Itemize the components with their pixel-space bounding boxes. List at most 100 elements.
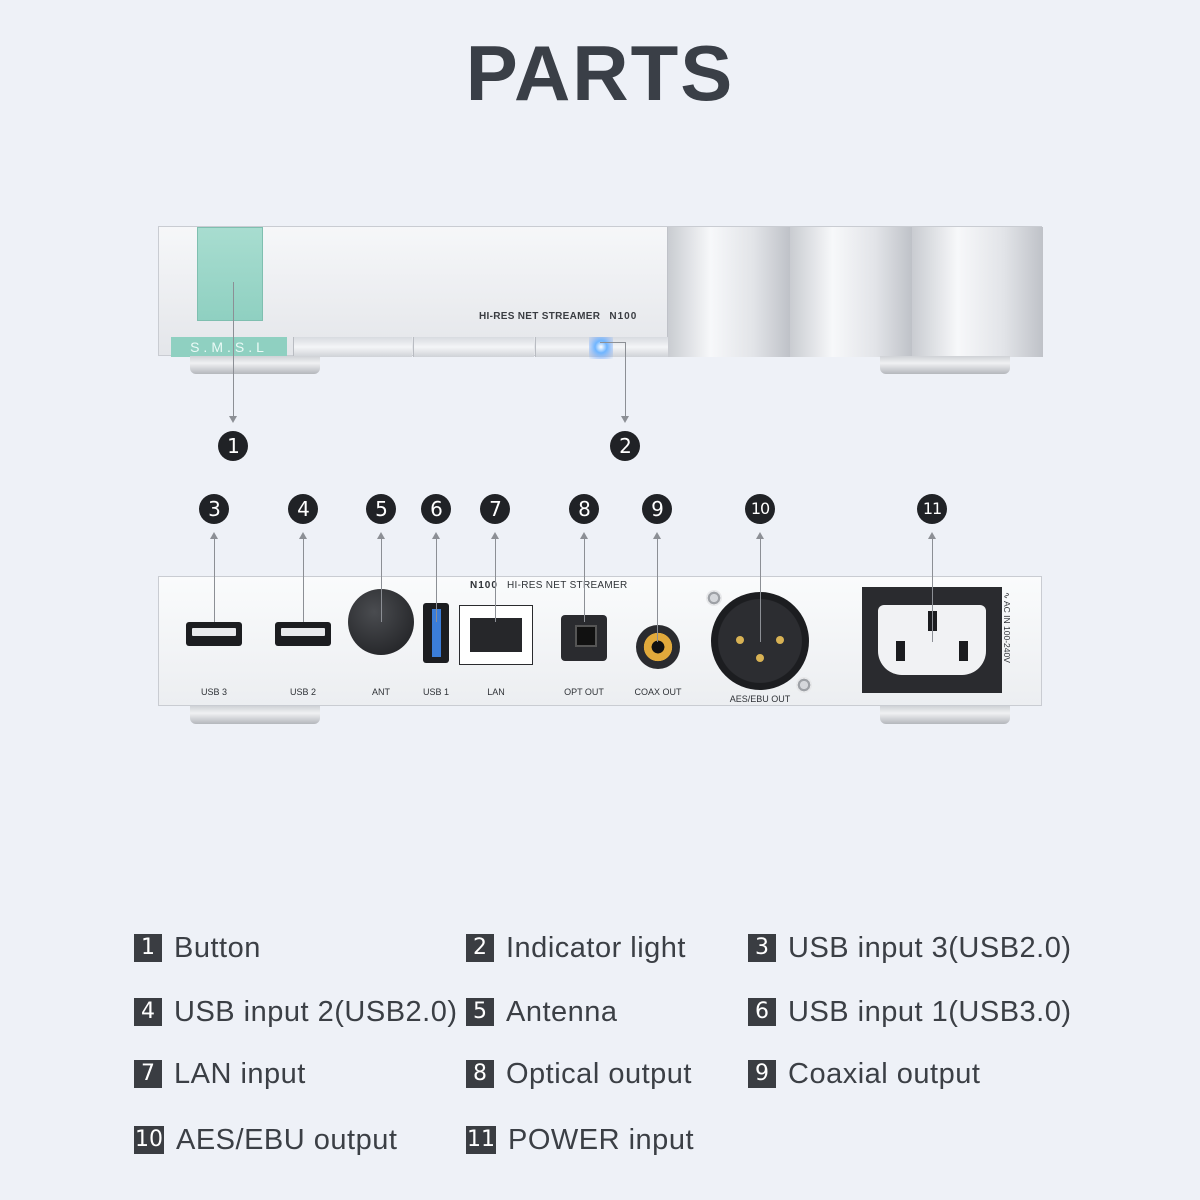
legend-number: 8 (466, 1060, 494, 1088)
legend-text: LAN input (174, 1057, 306, 1090)
usb-port-2[interactable] (275, 622, 331, 646)
callout-3: 3 (199, 494, 229, 524)
power-slot (959, 641, 968, 661)
arrow-head (491, 532, 499, 539)
arrow-head (653, 532, 661, 539)
arrow-head (432, 532, 440, 539)
arrow-head (756, 532, 764, 539)
legend-item: 6 USB input 1(USB3.0) (748, 994, 1072, 1030)
usb-port-3[interactable] (186, 622, 242, 646)
arrow-head (299, 532, 307, 539)
callout-10: 10 (745, 494, 775, 524)
xlr-pin (776, 636, 784, 644)
usb1-label: USB 1 (422, 687, 449, 697)
legend-text: Coaxial output (788, 1057, 981, 1090)
front-foot (190, 356, 320, 374)
legend-text: USB input 3(USB2.0) (788, 931, 1072, 964)
legend-item: 3 USB input 3(USB2.0) (748, 930, 1072, 966)
front-panel: S.M.S.L HI-RES NET STREAMER N100 (158, 226, 1043, 359)
usb2-label: USB 2 (289, 687, 316, 697)
front-model-mark: N100 (609, 311, 638, 322)
legend-text: Optical output (506, 1057, 692, 1090)
legend-number: 2 (466, 934, 494, 962)
legend-item: 7 LAN input (134, 1056, 306, 1092)
rear-foot (880, 706, 1010, 724)
legend-number: 9 (748, 1060, 776, 1088)
arrow-head (210, 532, 218, 539)
leader-line (436, 538, 437, 622)
leader-line (600, 342, 625, 343)
xlr-pin (756, 654, 764, 662)
screw (706, 590, 722, 606)
usb3-label: USB 3 (200, 687, 227, 697)
brand-logo: S.M.S.L (171, 337, 287, 357)
rear-foot (190, 706, 320, 724)
front-trim-strip (293, 337, 412, 357)
callout-1: 1 (218, 431, 248, 461)
legend-item: 2 Indicator light (466, 930, 686, 966)
callout-7: 7 (480, 494, 510, 524)
legend-text: POWER input (508, 1123, 694, 1156)
front-trim-strip (413, 337, 534, 357)
coax-label: COAX OUT (634, 687, 682, 697)
legend-text: Antenna (506, 995, 618, 1028)
callout-4: 4 (288, 494, 318, 524)
screw (796, 677, 812, 693)
front-button[interactable] (197, 227, 263, 321)
front-model-text: HI-RES NET STREAMER (479, 311, 601, 322)
legend-text: Indicator light (506, 931, 686, 964)
callout-11: 11 (917, 494, 947, 524)
arrow-head (229, 416, 237, 423)
legend-number: 6 (748, 998, 776, 1026)
rear-model-text: HI-RES NET STREAMER (507, 580, 628, 591)
xlr-pin (736, 636, 744, 644)
leader-line (303, 538, 304, 622)
power-slot (896, 641, 905, 661)
legend-text: AES/EBU output (176, 1123, 398, 1156)
optical-output-port[interactable] (561, 615, 607, 661)
leader-line (625, 342, 626, 418)
legend-item: 9 Coaxial output (748, 1056, 980, 1092)
rear-model-mark: N100 (470, 580, 498, 591)
legend-number: 10 (134, 1126, 164, 1154)
callout-2: 2 (610, 431, 640, 461)
ac-in-label: ∿ AC IN 100-240V (1002, 592, 1012, 663)
leader-line (233, 282, 234, 418)
legend-item: 4 USB input 2(USB2.0) (134, 994, 458, 1030)
legend-item: 11 POWER input (466, 1122, 694, 1158)
legend-item: 10 AES/EBU output (134, 1122, 397, 1158)
front-foot (880, 356, 1010, 374)
opt-label: OPT OUT (564, 687, 604, 697)
coaxial-output-port[interactable] (636, 625, 680, 669)
page-title: PARTS (465, 29, 735, 117)
legend-item: 5 Antenna (466, 994, 618, 1030)
legend-text: USB input 1(USB3.0) (788, 995, 1072, 1028)
leader-line (760, 538, 761, 642)
arrow-head (580, 532, 588, 539)
lan-port[interactable] (459, 605, 533, 665)
legend-text: USB input 2(USB2.0) (174, 995, 458, 1028)
leader-line (657, 538, 658, 642)
leader-line (932, 538, 933, 642)
rear-model-label: N100 HI-RES NET STREAMER (470, 580, 628, 591)
callout-8: 8 (569, 494, 599, 524)
indicator-light (589, 337, 613, 359)
callout-9: 9 (642, 494, 672, 524)
front-housing-segment (667, 227, 790, 357)
front-housing-segment (789, 227, 912, 357)
legend-item: 1 Button (134, 930, 261, 966)
legend-number: 7 (134, 1060, 162, 1088)
lan-label: LAN (487, 687, 505, 697)
legend-number: 11 (466, 1126, 496, 1154)
leader-line (214, 538, 215, 622)
arrow-head (377, 532, 385, 539)
leader-line (381, 538, 382, 622)
legend-item: 8 Optical output (466, 1056, 692, 1092)
legend-number: 3 (748, 934, 776, 962)
legend-number: 4 (134, 998, 162, 1026)
callout-5: 5 (366, 494, 396, 524)
front-model-label: HI-RES NET STREAMER N100 (479, 311, 637, 322)
ant-label: ANT (372, 687, 390, 697)
aes-label: AES/EBU OUT (729, 694, 791, 704)
arrow-head (928, 532, 936, 539)
